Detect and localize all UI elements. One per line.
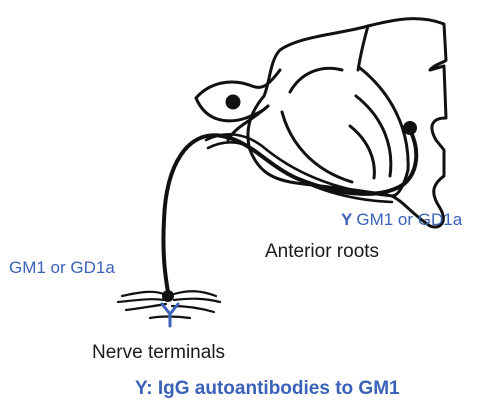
motor-neuron-axon (163, 121, 417, 292)
label-gm1-or-gd1a-terminal: GM1 or GD1a (9, 258, 115, 278)
antibody-y-icon: Y (341, 210, 352, 229)
label-anterior-roots: Anterior roots (265, 241, 379, 263)
label-nerve-terminals: Nerve terminals (92, 342, 225, 364)
label-gm1-or-gd1a-root-text: GM1 or GD1a (356, 210, 462, 229)
legend-antibody: Y: IgG autoantibodies to GM1 (135, 378, 400, 400)
antibody-y-icon (162, 304, 178, 326)
